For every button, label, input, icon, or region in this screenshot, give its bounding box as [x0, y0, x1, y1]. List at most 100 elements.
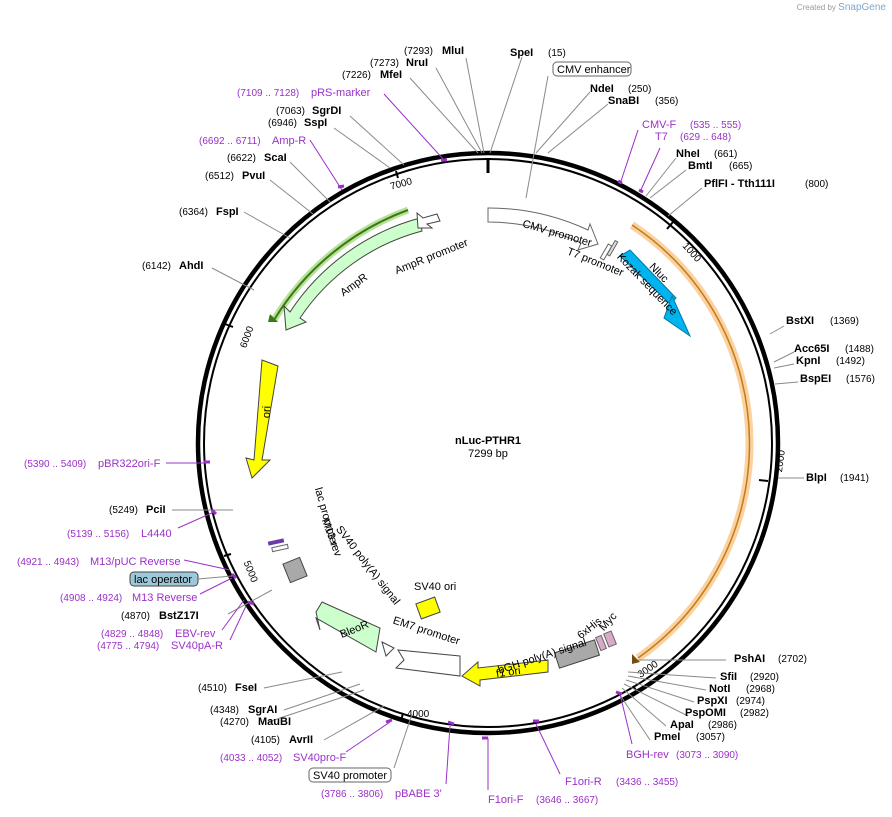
primer-name-t7: T7 [655, 131, 668, 143]
label-myc: Myc [597, 610, 620, 633]
primer-name-m13rev: M13 Reverse [132, 592, 197, 604]
primer-name-sv40pro: SV40pro-F [293, 752, 346, 764]
ampr-feature [283, 217, 423, 331]
backbone-inner [203, 158, 773, 728]
enzyme-pos-scai: (6622) [227, 153, 256, 164]
enzyme-leaders [172, 56, 804, 769]
enzyme-label-group: (7293) MluI (15) SpeI (7273) NruI (7226)… [109, 45, 875, 746]
enzyme-pos-fsei: (4510) [198, 683, 227, 694]
enzyme-name-maubi: MauBI [258, 716, 291, 728]
enzyme-name-pspxi: PspXI [697, 695, 728, 707]
enzyme-pos-pmei: (3057) [696, 732, 725, 743]
enzyme-name-pflfi: PflFI - Tth111I [704, 178, 775, 190]
m13-rev-mark [267, 538, 285, 546]
myc-feature [603, 630, 617, 648]
nluc-feature [619, 249, 677, 305]
tick-6000: 6000 [238, 325, 256, 350]
enzyme-pos-pspxi: (2974) [736, 696, 765, 707]
enzyme-pos-noti: (2968) [746, 684, 775, 695]
primer-name-pbabe: pBABE 3' [395, 788, 442, 800]
label-em7: EM7 promoter [391, 615, 461, 648]
enzyme-name-avrii: AvrII [289, 734, 313, 746]
snapgene-brand: SnapGene [838, 2, 886, 13]
ampr-promoter-arrow [416, 211, 441, 229]
bleor-feature [315, 601, 381, 653]
primer-range-pbabe: (3786 .. 3806) [321, 789, 383, 800]
label-ori: ori [261, 406, 273, 419]
enzyme-pos-maubi: (4270) [220, 717, 249, 728]
enzyme-name-bstz17i: BstZ17I [159, 610, 199, 622]
enzyme-name-pshai: PshAI [734, 653, 765, 665]
enzyme-name-sspi: SspI [304, 117, 327, 129]
enzyme-pos-snabi: (356) [655, 96, 678, 107]
enzyme-pos-sfii: (2920) [750, 672, 779, 683]
primer-name-m13puc: M13/pUC Reverse [90, 556, 180, 568]
primer-range-m13puc: (4921 .. 4943) [17, 557, 79, 568]
label-ampr: AmpR [338, 271, 370, 299]
f1-ori-feature [461, 659, 549, 687]
enzyme-pos-bspei: (1576) [846, 374, 875, 385]
snapgene-credit: Created by SnapGene [797, 2, 886, 13]
enzyme-name-bspei: BspEI [800, 373, 831, 385]
enzyme-name-pspomi: PspOMI [685, 707, 726, 719]
enzyme-name-scai: ScaI [264, 152, 287, 164]
primer-name-bghrev: BGH-rev [626, 749, 669, 761]
his6-feature [594, 634, 608, 652]
enzyme-name-kpni: KpnI [796, 355, 820, 367]
label-sv40-polya: SV40 poly(A) signal [333, 524, 402, 608]
primer-range-l4440: (5139 .. 5156) [67, 529, 129, 540]
enzyme-name-fsei: FseI [235, 682, 257, 694]
primer-range-sv40pa: (4775 .. 4794) [97, 641, 159, 652]
tick-7000: 7000 [389, 176, 414, 192]
enzyme-pos-sspi: (6946) [268, 118, 297, 129]
tick-2000: 2000 [774, 449, 788, 473]
enzyme-name-pmei: PmeI [654, 731, 680, 743]
enzyme-name-acc65i: Acc65I [794, 343, 829, 355]
plasmid-name: nLuc-PTHR1 [455, 435, 521, 447]
enzyme-pos-sgrdi: (7063) [276, 106, 305, 117]
enzyme-name-ahdi: AhdI [179, 260, 203, 272]
ori-feature [245, 359, 279, 479]
enzyme-name-pcii: PciI [146, 504, 166, 516]
enzyme-name-ndei: NdeI [590, 83, 614, 95]
enzyme-pos-mlui: (7293) [404, 46, 433, 57]
primer-name-f1orif: F1ori-F [488, 794, 524, 806]
boxed-lac-operator: lac operator [134, 574, 192, 586]
enzyme-name-sfii: SfiI [720, 671, 737, 683]
enzyme-pos-fspi: (6364) [179, 207, 208, 218]
enzyme-pos-avrii: (4105) [251, 735, 280, 746]
enzyme-pos-apai: (2986) [708, 720, 737, 731]
cmv-promoter-arrow [487, 207, 599, 251]
enzyme-name-snabi: SnaBI [608, 95, 639, 107]
primer-range-f1orir: (3436 .. 3455) [616, 777, 678, 788]
enzyme-pos-acc65i: (1488) [845, 344, 874, 355]
enzyme-pos-pvui: (6512) [205, 171, 234, 182]
primer-range-ampr: (6692 .. 6711) [199, 136, 261, 147]
backbone-outer [195, 150, 781, 736]
kozak-mark [606, 239, 619, 257]
primer-range-sv40pro: (4033 .. 4052) [220, 753, 282, 764]
primer-range-bghrev: (3073 .. 3090) [676, 750, 738, 761]
enzyme-pos-bmti: (665) [729, 161, 752, 172]
enzyme-pos-pcii: (5249) [109, 505, 138, 516]
enzyme-name-bmti: BmtI [688, 160, 712, 172]
enzyme-name-pvui: PvuI [242, 170, 265, 182]
label-f1-ori: f1 ori [495, 665, 521, 680]
enzyme-pos-bstz17i: (4870) [121, 611, 150, 622]
enzyme-name-mlui: MluI [442, 45, 464, 57]
primer-name-sv40pa: SV40pA-R [171, 640, 223, 652]
primer-range-cmvf: (535 .. 555) [690, 120, 741, 131]
enzyme-pos-mfei: (7226) [342, 70, 371, 81]
primer-name-pbr322: pBR322ori-F [98, 458, 161, 470]
primer-name-ampr: Amp-R [272, 135, 306, 147]
orf-line-nluc [631, 224, 751, 659]
label-t7-promoter: T7 promoter [565, 246, 625, 280]
credit-prefix: Created by [796, 3, 836, 12]
primer-name-l4440: L4440 [141, 528, 172, 540]
enzyme-pos-blpi: (1941) [840, 473, 869, 484]
lac-promoter-mark [271, 543, 289, 553]
enzyme-name-noti: NotI [709, 683, 730, 695]
enzyme-name-bstxi: BstXI [786, 315, 814, 327]
label-ampr-promoter: AmpR promoter [393, 237, 470, 277]
